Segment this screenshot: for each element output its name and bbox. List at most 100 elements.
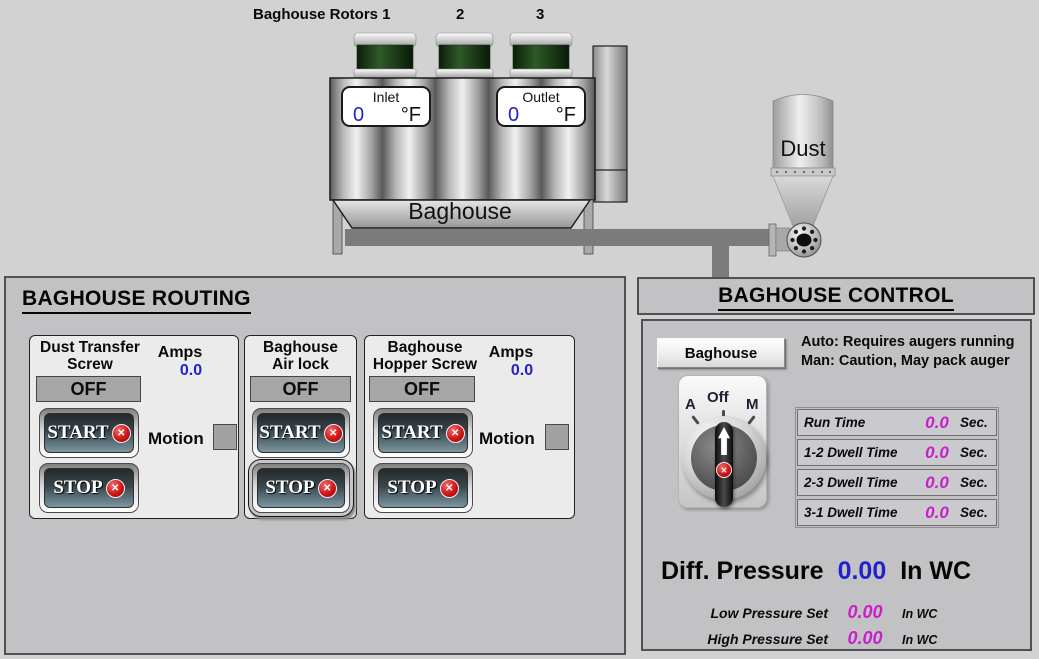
high-pressure-label: High Pressure Set (707, 631, 828, 647)
status-indicator: OFF (250, 376, 351, 402)
timer-label: 2-3 Dwell Time (804, 475, 898, 490)
low-pressure-unit: In WC (902, 607, 938, 621)
motion-indicator (545, 424, 569, 450)
selector-auto-label: A (685, 396, 696, 413)
hopper-screw-start-button[interactable]: START✕ (373, 408, 473, 458)
start-button-label: START (47, 422, 109, 443)
high-pressure-set-row: High Pressure Set 0.00 In WC (698, 628, 937, 649)
baghouse-caption: Baghouse (408, 198, 512, 224)
group-title-line2: Air lock (272, 356, 329, 373)
interlock-x-icon: ✕ (439, 478, 459, 498)
interlock-x-icon: ✕ (445, 423, 465, 443)
motion-indicator (213, 424, 237, 450)
run-time-row: Run Time 0.0 Sec. (797, 409, 997, 436)
baghouse-select-button[interactable]: Baghouse (657, 338, 785, 368)
start-button-label: START (259, 422, 321, 443)
rotary-valve (768, 222, 822, 258)
selector-lever[interactable]: ✕ (715, 422, 733, 507)
baghouse-hopper (331, 199, 592, 229)
dust-transfer-stop-button[interactable]: STOP✕ (39, 463, 139, 513)
airlock-start-button[interactable]: START✕ (252, 408, 350, 458)
low-pressure-label: Low Pressure Set (710, 605, 829, 621)
hopper-screw-stop-button[interactable]: STOP✕ (373, 463, 473, 513)
group-title: Baghouse Hopper Screw (365, 339, 485, 373)
stop-button-label: STOP (265, 477, 315, 498)
amps-value: 0.0 (179, 362, 203, 379)
timer-label: 3-1 Dwell Time (804, 505, 898, 520)
motion-label: Motion (148, 429, 204, 448)
high-pressure-value[interactable]: 0.00 (847, 628, 883, 648)
timer-table: Run Time 0.0 Sec. 1-2 Dwell Time 0.0 Sec… (795, 407, 999, 528)
baghouse-hopper-screw-group: Baghouse Hopper Screw Amps 0.0 OFF START… (364, 335, 575, 519)
dwell-3-1-row: 3-1 Dwell Time 0.0 Sec. (797, 499, 997, 526)
amps-value: 0.0 (510, 362, 534, 379)
timer-unit: Sec. (960, 445, 988, 460)
timer-unit: Sec. (960, 505, 988, 520)
diff-pressure-label: Diff. Pressure (661, 557, 824, 585)
group-title-line1: Baghouse (387, 339, 463, 356)
group-title-line2: Hopper Screw (372, 356, 478, 373)
auto-mode-note: Auto: Requires augers running (801, 334, 1015, 350)
interlock-x-icon: ✕ (323, 423, 343, 443)
dust-transfer-screw-group: Dust Transfer Screw Amps 0.0 OFF START✕ … (29, 335, 239, 519)
dwell-2-3-value[interactable]: 0.0 (925, 472, 949, 492)
diff-pressure-row: Diff. Pressure 0.00 In WC (661, 557, 971, 586)
dust-caption: Dust (780, 136, 826, 161)
timer-label: Run Time (804, 415, 866, 430)
baghouse-control-header: BAGHOUSE CONTROL (637, 277, 1035, 315)
inlet-value: 0 (353, 104, 365, 126)
group-title-line1: Dust Transfer (40, 339, 140, 356)
interlock-x-icon: ✕ (317, 478, 337, 498)
mode-selector-switch[interactable]: A Off M ✕ (678, 375, 767, 508)
interlock-x-icon: ✕ (105, 478, 125, 498)
timer-unit: Sec. (960, 415, 988, 430)
exhaust-stack (592, 45, 628, 203)
equipment-diagram (329, 32, 836, 278)
group-title: Baghouse Air lock (245, 339, 356, 373)
selector-pointer-icon (718, 427, 730, 455)
outlet-temp-display: Outlet 0 °F (496, 86, 586, 127)
dwell-1-2-row: 1-2 Dwell Time 0.0 Sec. (797, 439, 997, 466)
stop-button-label: STOP (387, 477, 437, 498)
rotor-2-caption: 2 (456, 6, 465, 23)
start-button-label: START (381, 422, 443, 443)
low-pressure-value[interactable]: 0.00 (847, 602, 883, 622)
outlet-value: 0 (508, 104, 520, 126)
rotor-1 (353, 32, 417, 79)
group-title-line2: Screw (67, 356, 113, 373)
outlet-unit: °F (555, 104, 576, 126)
stop-button-label: STOP (53, 477, 103, 498)
dwell-2-3-row: 2-3 Dwell Time 0.0 Sec. (797, 469, 997, 496)
outlet-label: Outlet (522, 89, 560, 105)
timer-label: 1-2 Dwell Time (804, 445, 898, 460)
baghouse-airlock-group: Baghouse Air lock OFF START✕ STOP✕ (244, 335, 357, 519)
interlock-x-icon: ✕ (111, 423, 131, 443)
airlock-stop-button[interactable]: STOP✕ (252, 463, 350, 513)
selector-tick-center (722, 410, 725, 420)
routing-panel-title: BAGHOUSE ROUTING (22, 287, 251, 314)
transfer-pipe (345, 229, 790, 278)
rotor-2 (435, 32, 494, 79)
selector-off-label: Off (707, 389, 729, 406)
diff-pressure-value: 0.00 (837, 557, 887, 585)
run-time-value: 0.0 (925, 412, 949, 432)
timer-unit: Sec. (960, 475, 988, 490)
amps-label: Amps (157, 344, 203, 361)
rotor-3-caption: 3 (536, 6, 545, 23)
motion-label: Motion (479, 429, 535, 448)
manual-mode-note: Man: Caution, May pack auger (801, 353, 1010, 369)
inlet-label: Inlet (372, 89, 400, 105)
dust-transfer-start-button[interactable]: START✕ (39, 408, 139, 458)
diff-pressure-unit: In WC (900, 557, 972, 585)
dwell-1-2-value[interactable]: 0.0 (925, 442, 949, 462)
high-pressure-unit: In WC (902, 633, 938, 647)
rotors-caption: Baghouse Rotors 1 (253, 6, 391, 23)
dwell-3-1-value[interactable]: 0.0 (925, 502, 949, 522)
rotor-3 (509, 32, 573, 79)
group-title: Dust Transfer Screw (30, 339, 150, 373)
interlock-x-icon: ✕ (716, 462, 732, 478)
inlet-temp-display: Inlet 0 °F (341, 86, 431, 127)
status-indicator: OFF (369, 376, 475, 402)
inlet-unit: °F (400, 104, 421, 126)
